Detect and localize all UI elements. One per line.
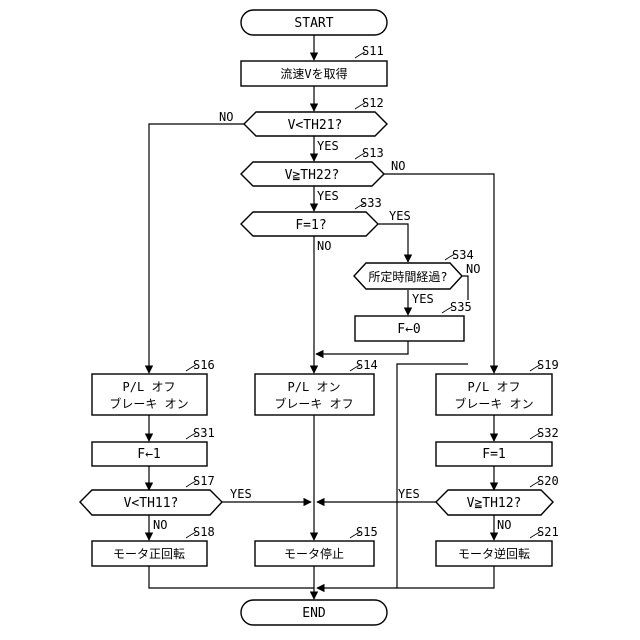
step-s18-text: モータ正回転 bbox=[113, 547, 185, 561]
decision-s33-id: S33 bbox=[360, 196, 382, 210]
step-s31-text: F←1 bbox=[137, 447, 160, 462]
label-s13-yes: YES bbox=[317, 189, 339, 203]
decision-s34-id: S34 bbox=[452, 248, 474, 262]
step-s18-id: S18 bbox=[193, 525, 215, 539]
edge-s34-no bbox=[462, 276, 468, 300]
step-s21-text: モータ逆回転 bbox=[458, 546, 530, 561]
decision-s13: V≧TH22? S13 bbox=[241, 146, 384, 186]
edge-s18-to-end bbox=[149, 566, 314, 588]
step-s16: P/L オフ ブレーキ オン S16 bbox=[92, 358, 215, 415]
edge-s33-yes bbox=[378, 224, 408, 262]
label-s33-no: NO bbox=[317, 239, 331, 253]
step-s14-line1: P/L オン bbox=[288, 380, 341, 394]
step-s32: F=1 S32 bbox=[436, 426, 559, 466]
label-s20-no: NO bbox=[497, 518, 511, 532]
step-s19-line1: P/L オフ bbox=[468, 380, 521, 394]
step-s16-line2: ブレーキ オン bbox=[109, 396, 188, 411]
edge-s12-no bbox=[149, 124, 244, 373]
decision-s12-text: V<TH21? bbox=[288, 118, 343, 133]
step-s31-id: S31 bbox=[193, 426, 215, 440]
decision-s12-id: S12 bbox=[362, 96, 384, 110]
step-s19: P/L オフ ブレーキ オン S19 bbox=[436, 358, 559, 415]
step-s15-id: S15 bbox=[356, 525, 378, 539]
label-s17-yes: YES bbox=[230, 487, 252, 501]
decision-s34: 所定時間経過? S34 bbox=[354, 248, 474, 289]
edge-s35-to-s14 bbox=[316, 341, 408, 354]
step-s35-id: S35 bbox=[450, 300, 472, 314]
decision-s13-id: S13 bbox=[362, 146, 384, 160]
start-label: START bbox=[294, 16, 333, 31]
edge-s21-to-end bbox=[317, 566, 494, 588]
label-s13-no: NO bbox=[391, 159, 405, 173]
label-s17-no: NO bbox=[153, 518, 167, 532]
decision-s20: V≧TH12? S20 bbox=[436, 474, 559, 515]
step-s11-text: 流速Vを取得 bbox=[280, 66, 347, 81]
step-s14-line2: ブレーキ オフ bbox=[274, 396, 353, 411]
step-s35-text: F←0 bbox=[397, 322, 420, 337]
decision-s34-text: 所定時間経過? bbox=[368, 269, 447, 284]
end-terminal: END bbox=[241, 600, 387, 625]
decision-s13-text: V≧TH22? bbox=[285, 168, 340, 183]
step-s14-id: S14 bbox=[356, 358, 378, 372]
step-s35: F←0 S35 bbox=[355, 300, 472, 341]
step-s15: モータ停止 S15 bbox=[255, 525, 378, 566]
start-terminal: START bbox=[241, 10, 387, 35]
label-s12-no: NO bbox=[219, 110, 233, 124]
step-s21-id: S21 bbox=[537, 525, 559, 539]
step-s16-line1: P/L オフ bbox=[123, 380, 176, 394]
step-s31: F←1 S31 bbox=[92, 426, 215, 466]
decision-s20-text: V≧TH12? bbox=[467, 496, 522, 511]
label-s34-yes: YES bbox=[412, 292, 434, 306]
label-s12-yes: YES bbox=[317, 139, 339, 153]
step-s14: P/L オン ブレーキ オフ S14 bbox=[255, 358, 378, 415]
decision-s33-text: F=1? bbox=[295, 218, 326, 233]
step-s19-line2: ブレーキ オン bbox=[454, 396, 533, 411]
step-s19-id: S19 bbox=[537, 358, 559, 372]
label-s20-yes: YES bbox=[398, 487, 420, 501]
step-s32-id: S32 bbox=[537, 426, 559, 440]
decision-s17-id: S17 bbox=[193, 474, 215, 488]
step-s11-id: S11 bbox=[362, 44, 384, 58]
step-s16-id: S16 bbox=[193, 358, 215, 372]
step-s15-text: モータ停止 bbox=[284, 546, 344, 561]
end-label: END bbox=[302, 606, 326, 621]
decision-s17-text: V<TH11? bbox=[124, 496, 179, 511]
decision-s20-id: S20 bbox=[537, 474, 559, 488]
label-s33-yes: YES bbox=[389, 209, 411, 223]
decision-s33: F=1? S33 bbox=[241, 196, 382, 236]
label-s34-no: NO bbox=[466, 262, 480, 276]
step-s32-text: F=1 bbox=[482, 447, 505, 462]
decision-s17: V<TH11? S17 bbox=[80, 474, 222, 515]
decision-s12: V<TH21? S12 bbox=[244, 96, 387, 136]
